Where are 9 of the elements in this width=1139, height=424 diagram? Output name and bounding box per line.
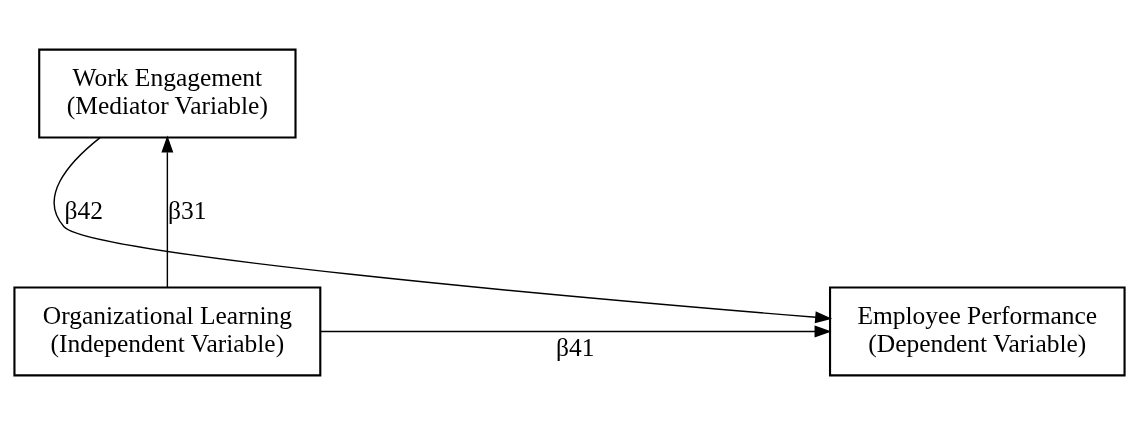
node-box: Employee Performance (Dependent Variable): [829, 286, 1126, 376]
arrow: [319, 325, 832, 337]
node-box: Organizational Learning (Independent Variable): [13, 286, 322, 376]
edge-label: β42: [64, 195, 104, 225]
edge-label: β31: [167, 195, 207, 225]
edge-label: β41: [555, 332, 595, 362]
node-box: Work Engagement (Mediator Variable): [38, 48, 297, 138]
arrow: [161, 134, 174, 288]
arrow: [53, 136, 833, 323]
